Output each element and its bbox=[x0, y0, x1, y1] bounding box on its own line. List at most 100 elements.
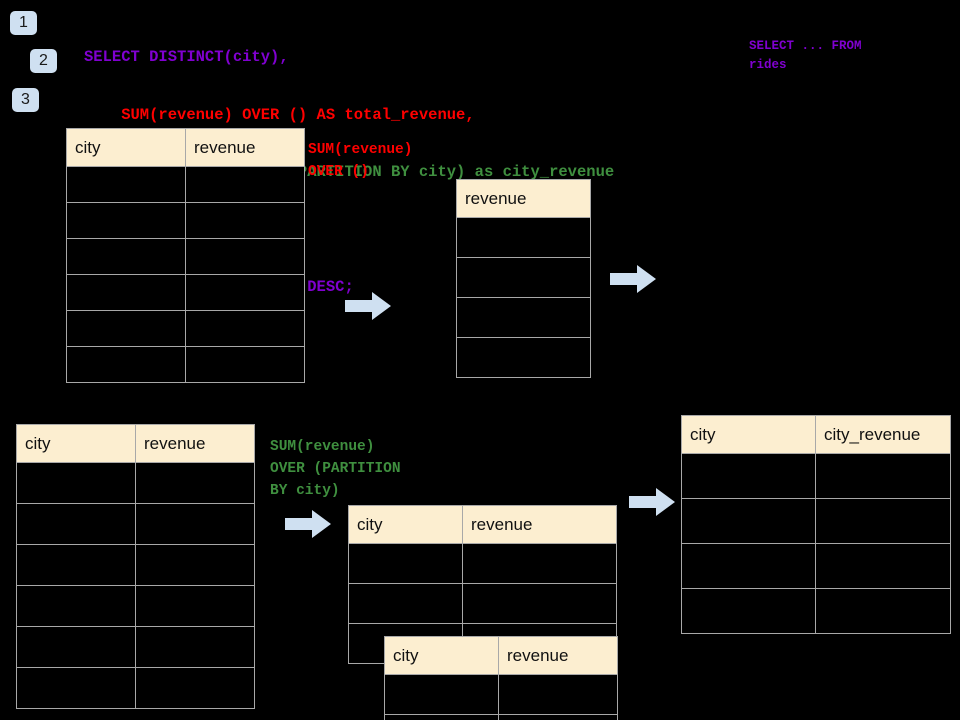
table-header-row: city revenue bbox=[16, 424, 255, 463]
table-cell bbox=[456, 337, 591, 378]
table-cell bbox=[815, 543, 951, 589]
table-row bbox=[66, 346, 305, 383]
table-cell bbox=[66, 346, 186, 383]
table-row bbox=[66, 202, 305, 239]
table-cell bbox=[498, 674, 618, 715]
table-row bbox=[456, 297, 591, 338]
table-row bbox=[348, 543, 617, 584]
column-header-revenue: revenue bbox=[462, 505, 617, 544]
table-cell bbox=[456, 217, 591, 258]
table-cell bbox=[384, 674, 499, 715]
table-row bbox=[348, 583, 617, 624]
table-row bbox=[16, 544, 255, 586]
result-table: city city_revenue bbox=[681, 415, 951, 634]
column-header-city: city bbox=[681, 415, 816, 454]
table-row bbox=[384, 674, 618, 715]
column-header-city-revenue: city_revenue bbox=[815, 415, 951, 454]
annotation-city-revenue: SUM(revenue) OVER (PARTITION BY city) bbox=[270, 439, 401, 499]
table-cell bbox=[815, 498, 951, 544]
table-row bbox=[16, 585, 255, 627]
table-cell bbox=[135, 667, 255, 709]
table-row bbox=[66, 274, 305, 311]
table-cell bbox=[66, 274, 186, 311]
table-cell bbox=[681, 588, 816, 634]
table-row bbox=[66, 166, 305, 203]
column-header-revenue: revenue bbox=[135, 424, 255, 463]
table-cell bbox=[462, 583, 617, 624]
sql-line-2: SUM(revenue) OVER () AS total_revenue, bbox=[84, 105, 475, 124]
partition-table-front: city revenue bbox=[384, 636, 618, 720]
table-cell bbox=[815, 588, 951, 634]
table-cell bbox=[16, 503, 136, 545]
table-cell bbox=[456, 257, 591, 298]
table-header-row: city revenue bbox=[348, 505, 617, 544]
table-cell bbox=[66, 166, 186, 203]
arrow-rides-to-partition bbox=[285, 510, 331, 538]
column-header-city: city bbox=[384, 636, 499, 675]
rides-source-table-bottom: city revenue bbox=[16, 424, 255, 709]
step-badge-3: 3 bbox=[12, 88, 39, 112]
table-cell bbox=[135, 585, 255, 627]
table-cell bbox=[66, 310, 186, 347]
table-row bbox=[681, 543, 951, 589]
table-cell bbox=[185, 346, 305, 383]
column-header-city: city bbox=[348, 505, 463, 544]
table-cell bbox=[185, 238, 305, 275]
column-header-revenue: revenue bbox=[456, 179, 591, 218]
table-cell bbox=[681, 543, 816, 589]
table-cell bbox=[456, 297, 591, 338]
arrow-total-to-result bbox=[610, 265, 656, 293]
table-cell bbox=[185, 274, 305, 311]
table-cell bbox=[16, 462, 136, 504]
table-cell bbox=[66, 202, 186, 239]
table-cell bbox=[681, 498, 816, 544]
table-cell bbox=[135, 462, 255, 504]
annotation-total-revenue: SUM(revenue) OVER () bbox=[308, 142, 413, 180]
table-row bbox=[384, 714, 618, 720]
column-header-city: city bbox=[16, 424, 136, 463]
table-cell bbox=[384, 714, 499, 720]
table-cell bbox=[16, 667, 136, 709]
table-row bbox=[66, 310, 305, 347]
table-cell bbox=[135, 503, 255, 545]
table-header-row: revenue bbox=[456, 179, 591, 218]
table-cell bbox=[16, 544, 136, 586]
table-cell bbox=[348, 583, 463, 624]
table-cell bbox=[66, 238, 186, 275]
table-row bbox=[66, 238, 305, 275]
table-header-row: city city_revenue bbox=[681, 415, 951, 454]
sql-line-1: SELECT DISTINCT(city), bbox=[84, 48, 289, 66]
table-cell bbox=[185, 202, 305, 239]
table-cell bbox=[348, 543, 463, 584]
table-row bbox=[16, 667, 255, 709]
table-cell bbox=[16, 585, 136, 627]
table-header-row: city revenue bbox=[384, 636, 618, 675]
table-cell bbox=[185, 310, 305, 347]
table-row bbox=[681, 588, 951, 634]
table-cell bbox=[815, 453, 951, 499]
table-cell bbox=[681, 453, 816, 499]
table-row bbox=[681, 453, 951, 499]
table-cell bbox=[135, 626, 255, 668]
table-header-row: city revenue bbox=[66, 128, 305, 167]
table-row bbox=[16, 462, 255, 504]
table-cell bbox=[16, 626, 136, 668]
column-header-city: city bbox=[66, 128, 186, 167]
rides-source-table-top: city revenue bbox=[66, 128, 305, 383]
table-cell bbox=[185, 166, 305, 203]
step-badge-1: 1 bbox=[10, 11, 37, 35]
total-revenue-table: revenue bbox=[456, 179, 591, 378]
partition-table-back: city revenue bbox=[348, 505, 617, 664]
table-cell bbox=[462, 543, 617, 584]
table-row bbox=[16, 626, 255, 668]
table-row bbox=[456, 217, 591, 258]
step-badge-2: 2 bbox=[30, 49, 57, 73]
table-row bbox=[456, 337, 591, 378]
arrow-rides-to-total bbox=[345, 292, 391, 320]
table-row bbox=[681, 498, 951, 544]
table-row bbox=[16, 503, 255, 545]
column-header-revenue: revenue bbox=[185, 128, 305, 167]
table-row bbox=[456, 257, 591, 298]
arrow-partition-to-result bbox=[629, 488, 675, 516]
